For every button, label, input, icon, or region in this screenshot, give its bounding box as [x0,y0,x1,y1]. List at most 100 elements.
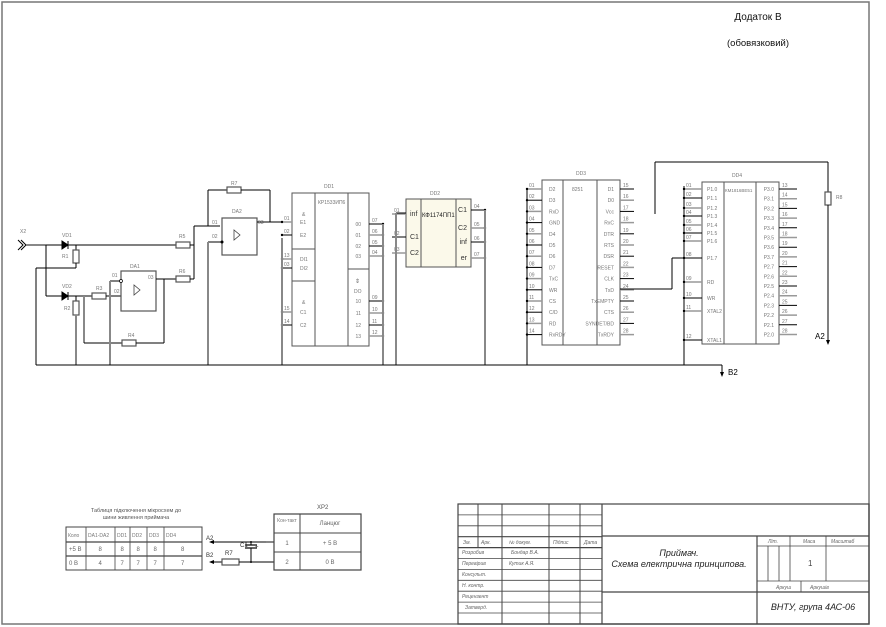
da2-pin-03: 03 [258,220,264,226]
power-r7-label: R7 [225,551,233,557]
dd2-pin-label: C2 [458,225,467,232]
dd2-pin-label: inf [460,239,467,246]
b2-bus-label: B2 [728,368,738,377]
dd2-pin-num: 05 [474,222,480,228]
dd3-pin-label: TxEMPTY [591,299,614,305]
da2-pin-02: 02 [212,234,218,240]
r3-label: R3 [96,286,103,292]
dd4-pin-num: 07 [686,235,692,241]
dd4-pin-num: 14 [782,193,788,199]
power-table-cell: 8 [137,547,141,553]
dd3-pin-label: RTS [604,243,615,249]
dd3-pin-num: 05 [529,228,535,234]
da1-pin-01: 01 [112,273,118,279]
tb-col-ark: Арк. [480,540,491,546]
dd4-pin-num: 16 [782,212,788,218]
dd1-pin-label: 11 [356,311,361,317]
dd3-pin-label: RxC [604,221,614,227]
dd4-pin-num: 04 [686,210,692,216]
dd4-pin-num: 06 [686,227,692,233]
power-a2-label: A2 [206,536,214,542]
tb-role-normcontrol: Н. контр. [462,583,485,589]
tb-mass-label: Маса [803,539,816,545]
dd4-pin-label: WR [707,296,716,302]
dd3-pin-num: 04 [529,217,535,223]
diode-vd2-icon [61,291,69,301]
dd4-pin-label: P1.4 [707,223,718,229]
dd2-part: КФ1174ПП1 [422,213,455,219]
dd4-pin-num: 10 [686,292,692,298]
dd3-pin-num: 17 [623,205,629,211]
power-table-cell: 0 В [69,561,78,567]
tb-sheets-label: Аркушів [809,585,829,591]
dd3-pin-num: 26 [623,306,629,312]
dd4-pin-label: P3.2 [764,206,775,212]
dd4-pin-num: 12 [686,334,692,340]
dd4-pin-label: P1.2 [707,206,718,212]
dd1-part: КР1533ИП6 [318,200,346,206]
dd1-pin-label: E1 [300,220,306,226]
ic-dd3: DD3 8251 01D202D303RxD04GND05D406D507D60… [525,161,828,365]
dd3-pin-label: D7 [549,265,556,271]
xp2-header-contact: Кон-такт [277,518,297,524]
opamp-da2 [221,217,258,256]
a2-bus-label: A2 [815,332,825,341]
tb-scale-label: Масштаб [831,539,855,545]
dd3-pin-label: RxD [549,209,559,215]
xp2-border [273,513,362,571]
dd1-pin-label: 10 [355,299,361,305]
dd1-pin-num: 02 [284,229,290,235]
xp2-header-circuit: Ланцюг [320,521,342,527]
xp2-cell-circuit: + 5 В [323,541,337,547]
dd4-pin-num: 15 [782,202,788,208]
ic-dd1: DD1 КР1533ИП6 & & ⇕ DO 01E102E213DI103DI… [280,184,385,365]
dd3-pin-num: 14 [529,329,535,335]
dd4-pin-label: P3.5 [764,236,775,242]
dd3-pin-num: 22 [623,261,629,267]
dd1-group-and-2: & [302,300,306,306]
tb-col-doc: № докум. [509,540,531,546]
dd3-pin-label: GND [549,221,561,227]
dd4-pin-num: 23 [782,280,788,286]
tb-mass-value: 1 [808,559,813,568]
r1-label: R1 [62,254,69,260]
power-table-title-2: шини живлення приймача [103,514,170,521]
dd3-pin-label: WR [549,288,558,294]
dd1-pin-num: 11 [372,319,377,325]
dd4-pin-num: 01 [686,183,692,189]
tb-col-sign: Підпис [553,540,569,546]
power-table-cell: 8 [154,547,158,553]
dd4-pin-label: P2.4 [764,294,775,300]
xp2-cell-circuit: 0 В [325,560,334,566]
dd2-pin-num: 04 [474,204,480,210]
appendix-title: Додаток В [734,12,782,23]
dd3-pin-label: TxRDY [598,333,615,339]
resistor-r3 [91,292,107,300]
dd1-pin-label: 01 [355,233,361,239]
r5-label: R5 [179,234,186,240]
dd4-pin-label: P1.6 [707,239,718,245]
dd3-pin-label: D4 [549,232,556,238]
dd4-pin-num: 02 [686,192,692,198]
power-b2-label: B2 [206,553,214,559]
power-table-cell: 7 [181,561,185,567]
tb-col-zm: Зм. [463,540,471,546]
power-table-header: Коло [68,533,80,539]
power-circuit: A2 B2 R7 C1 + [206,536,274,566]
tb-lit-label: Літ. [767,539,778,545]
dd3-pin-num: 27 [623,317,629,323]
dd1-pin-num: 12 [372,330,378,336]
power-table-title-1: Таблиця підключення мікросхем до [91,508,181,514]
power-resistor-r7 [221,558,240,566]
da1-label: DA1 [130,264,140,270]
dd3-pin-label: D1 [608,187,615,193]
tb-organization: ВНТУ, група 4АС-06 [771,602,855,612]
tb-role-reviewer: Рецензент [462,594,488,600]
power-table-cell: 8 [121,547,125,553]
dd4-pin-label: P3.0 [764,187,775,193]
dd3-pin-num: 02 [529,194,535,200]
tb-role-developer: Розробив [462,550,484,556]
dd4-pin-label: P2.2 [764,313,775,319]
resistor-r6 [175,275,191,283]
dd2-pin-num: 01 [394,208,400,214]
